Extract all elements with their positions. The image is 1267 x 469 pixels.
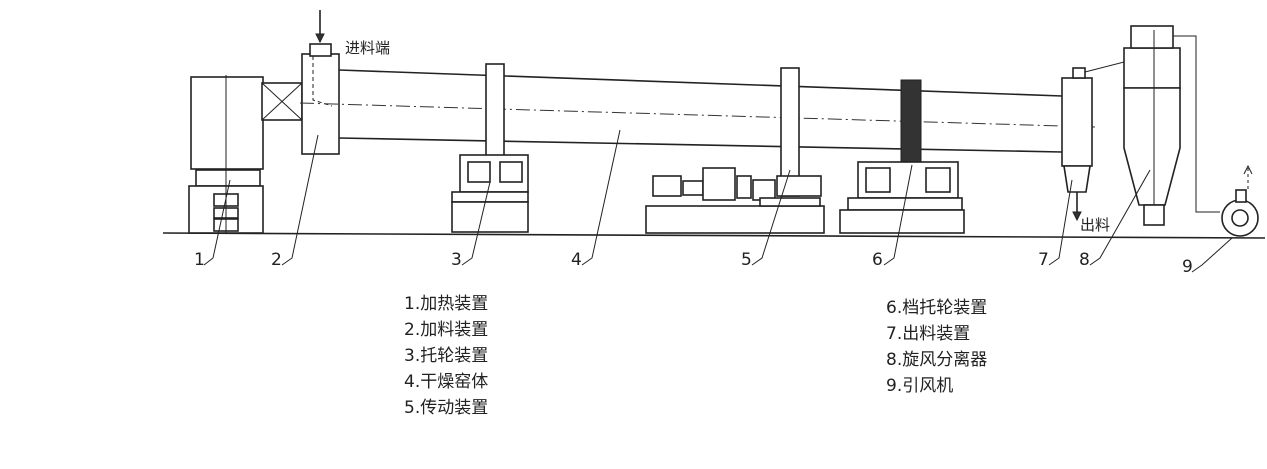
callout-3: 3 [451, 250, 462, 270]
callout-6: 6 [872, 250, 883, 270]
legend-item: 8.旋风分离器 [886, 350, 988, 370]
ground-line [162, 232, 1266, 239]
legend-item: 7.出料装置 [886, 324, 971, 344]
legend-item: 3.托轮装置 [404, 346, 489, 366]
feed-end-label: 进料端 [345, 39, 390, 57]
callout-4: 4 [571, 250, 582, 270]
legend-item: 6.档托轮装置 [886, 298, 988, 318]
legend-item: 9.引风机 [886, 376, 954, 396]
callout-5: 5 [741, 250, 752, 270]
dryer-drum [299, 69, 1096, 153]
legend-left: 1.加热装置 2.加料装置 3.托轮装置 4.干燥窑体 5.传动装置 [404, 291, 488, 421]
callout-9: 9 [1182, 257, 1193, 277]
heating-unit [188, 75, 303, 234]
legend-right: 6.档托轮装置 7.出料装置 8.旋风分离器 9.引风机 [886, 295, 987, 399]
legend-item: 4.干燥窑体 [404, 372, 489, 392]
callout-2: 2 [271, 250, 282, 270]
callout-8: 8 [1079, 250, 1090, 270]
legend-item: 5.传动装置 [404, 398, 489, 418]
feeding-unit [301, 10, 340, 155]
support-roller-unit [451, 63, 529, 233]
thrust-roller-unit [839, 79, 965, 234]
legend-item: 2.加料装置 [404, 320, 489, 340]
induced-draft-fan [1173, 35, 1259, 237]
legend-item: 1.加热装置 [404, 294, 489, 314]
drive-unit [645, 67, 825, 234]
discharge-label: 出料 [1080, 216, 1110, 234]
discharge-unit [1061, 67, 1093, 222]
callout-1: 1 [194, 250, 205, 270]
cyclone-separator [1084, 25, 1181, 226]
callout-leaders [203, 129, 1233, 273]
callout-7: 7 [1038, 250, 1049, 270]
